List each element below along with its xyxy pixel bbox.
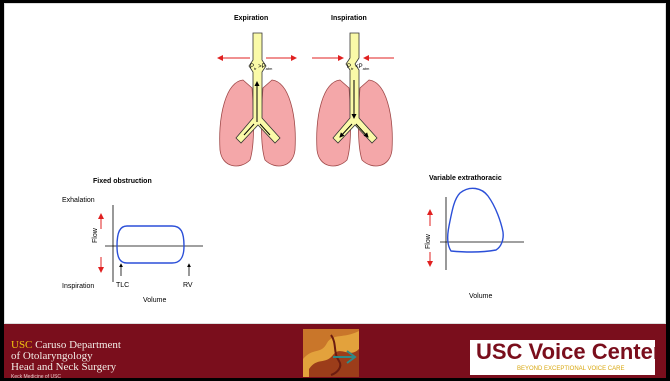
dept-line-3: Head and Neck Surgery: [11, 362, 211, 373]
fixed-obstruction-title: Fixed obstruction: [93, 178, 152, 185]
fixed-obstruction-plot: [101, 205, 203, 282]
voice-center-title: USC Voice Center: [476, 338, 661, 366]
dept-sub: Keck Medicine of USC: [11, 373, 211, 381]
center-logo-image: [303, 329, 359, 377]
tlc-label: TLC: [116, 282, 129, 289]
exp-pressure-label: Ptr >Patm: [250, 64, 272, 71]
variable-flow-label: Flow: [425, 234, 432, 249]
expiration-lungs: [218, 33, 296, 166]
department-name: USC Caruso Department of Otolaryngology …: [11, 340, 211, 381]
voice-center-subtitle: BEYOND EXCEPTIONAL VOICE CARE: [517, 366, 624, 373]
fixed-volume-label: Volume: [143, 297, 166, 304]
rv-label: RV: [183, 282, 193, 289]
inspiration-axis-label: Inspiration: [62, 283, 94, 290]
exhalation-label: Exhalation: [62, 197, 95, 204]
inspiration-lungs: [312, 33, 394, 166]
variable-volume-label: Volume: [469, 293, 492, 300]
fixed-flow-label: Flow: [92, 228, 99, 243]
variable-extrathoracic-title: Variable extrathoracic: [429, 175, 502, 182]
insp-pressure-label: Ptr <Patm: [347, 64, 369, 71]
variable-extrathoracic-plot: [430, 188, 524, 270]
